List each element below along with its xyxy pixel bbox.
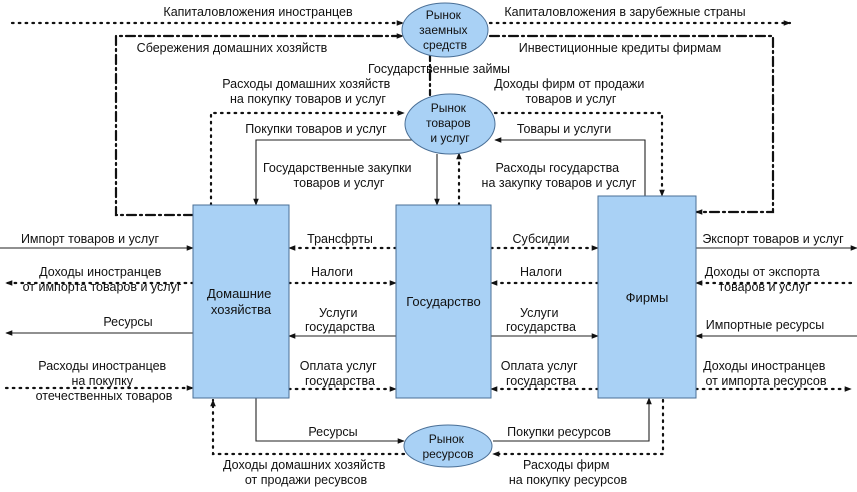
- households-label: Домашние хозяйства: [207, 286, 275, 317]
- flow-line-firm-resource-spending: [491, 398, 665, 457]
- flow-line-resources-to-market: [255, 398, 405, 444]
- government-label: Государство: [406, 294, 480, 309]
- label-foreign-resource-income: Доходы иностранцев от импорта ресурсов: [703, 359, 829, 388]
- label-transfers: Трансфрты: [307, 232, 373, 246]
- loan-market-ellipse: Рынок заемных средств: [401, 2, 489, 58]
- government-box: Государство: [395, 204, 492, 399]
- label-firm-credits: Инвестиционные кредиты фирмам: [519, 41, 722, 55]
- flow-line-firm-credits: [488, 34, 775, 215]
- label-foreign-import-income: Доходы иностранцев от импорта товаров и …: [23, 265, 182, 294]
- label-import-resources: Импортные ресурсы: [706, 318, 824, 332]
- label-goods-services: Товары и услуги: [517, 122, 611, 136]
- label-foreign-investment: Капиталовложения иностранцев: [163, 5, 353, 19]
- flow-line-resource-purchases: [493, 397, 652, 442]
- label-import-goods: Импорт товаров и услуг: [21, 232, 160, 246]
- label-household-spending: Расходы домашних хозяйств на покупку тов…: [222, 77, 394, 106]
- label-resources-out: Ресурсы: [103, 315, 152, 329]
- label-resource-purchases: Покупки ресурсов: [507, 425, 611, 439]
- connector-lines: [0, 20, 857, 457]
- goods-market-ellipse: Рынок товаров и услуг: [404, 93, 496, 155]
- label-gov-spending: Расходы государства на закупку товаров и…: [482, 161, 637, 190]
- households-box: Домашние хозяйства: [192, 204, 290, 399]
- label-purchases-goods: Покупки товаров и услуг: [245, 122, 387, 136]
- label-taxes-firms: Налоги: [520, 265, 562, 279]
- label-taxes-households: Налоги: [311, 265, 353, 279]
- label-investment-abroad: Капиталовложения в зарубежные страны: [504, 5, 745, 19]
- label-household-savings: Сбережения домашних хозяйств: [137, 41, 328, 55]
- firms-box: Фирмы: [597, 195, 697, 399]
- label-resources-to-market: Ресурсы: [308, 425, 357, 439]
- loan-market-label: Рынок заемных средств: [419, 8, 471, 52]
- label-export-goods: Экспорт товаров и услуг: [702, 232, 844, 246]
- label-gov-services-firms: Услуги государства: [506, 306, 576, 334]
- flow-line-goods-services: [494, 137, 646, 196]
- label-household-resource-income: Доходы домашних хозяйств от продажи ресу…: [223, 458, 389, 487]
- label-payment-firms: Оплата услуг государства: [501, 359, 581, 388]
- label-firm-revenue: Доходы фирм от продажи товаров и услуг: [494, 77, 648, 106]
- goods-market-label: Рынок товаров и услуг: [426, 101, 474, 145]
- label-export-income: Доходы от экспорта товаров и услуг: [705, 265, 824, 294]
- firms-label: Фирмы: [626, 290, 669, 305]
- label-subsidies: Субсидии: [513, 232, 570, 246]
- resource-market-label: Рынок ресурсов: [422, 432, 473, 461]
- flow-line-firm-revenue: [493, 111, 665, 198]
- label-firm-resource-spending: Расходы фирм на покупку ресурсов: [509, 458, 628, 487]
- label-gov-services-households: Услуги государства: [305, 306, 375, 334]
- flow-line-household-savings: [114, 33, 405, 217]
- flow-labels: Капиталовложения иностранцев Капиталовло…: [21, 5, 844, 487]
- flow-line-purchases-goods: [253, 139, 415, 206]
- resource-market-ellipse: Рынок ресурсов: [403, 424, 493, 468]
- label-payment-households: Оплата услуг государства: [300, 359, 380, 388]
- label-gov-procurement: Государственные закупки товаров и услуг: [263, 161, 415, 190]
- label-foreign-spending: Расходы иностранцев на покупку отечестве…: [36, 359, 173, 403]
- label-gov-loans: Государственные займы: [368, 62, 510, 76]
- flow-line-household-resource-income: [210, 398, 406, 456]
